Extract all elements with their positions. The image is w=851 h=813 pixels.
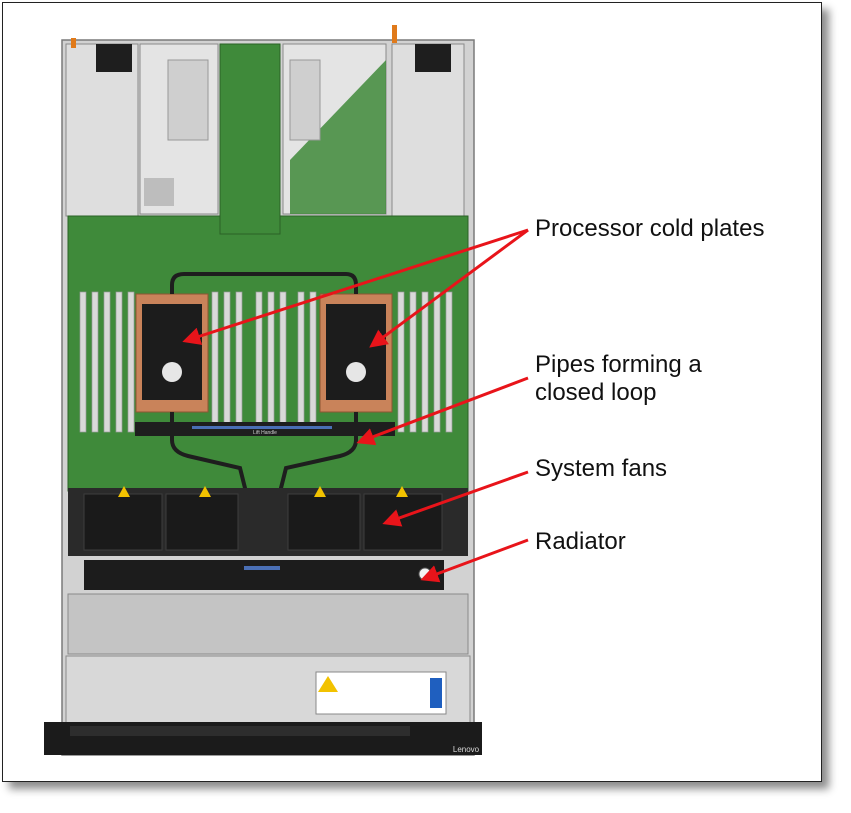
power-supply-right xyxy=(391,43,465,239)
label-system-fans: System fans xyxy=(535,455,668,482)
power-supply-left xyxy=(65,43,139,239)
arrow-pipes xyxy=(356,376,529,446)
lift-handle-label: Lift Handle xyxy=(253,430,277,436)
arrow-fans xyxy=(382,470,529,527)
system-fans xyxy=(83,486,443,551)
service-label xyxy=(315,671,447,715)
drive-area xyxy=(67,593,469,655)
lift-handle: Lift Handle xyxy=(135,422,395,436)
callout-arrows xyxy=(182,228,529,583)
coolant-pipes xyxy=(170,272,358,501)
radiator xyxy=(84,560,444,590)
arrow-cold-plate-left xyxy=(182,228,529,345)
memory-slots xyxy=(79,291,453,433)
riser-cage-left xyxy=(139,43,219,215)
arrow-cold-plate-right xyxy=(369,228,529,348)
label-radiator: Radiator xyxy=(535,528,626,555)
arrow-radiator xyxy=(420,538,529,583)
cold-plate-left xyxy=(135,293,209,413)
riser-cage-right xyxy=(282,43,387,215)
label-processor-cold-plates: Processor cold plates xyxy=(535,215,765,242)
lenovo-logo: Lenovo xyxy=(453,745,480,754)
cold-plate-right xyxy=(319,293,393,413)
label-pipes-closed-loop: Pipes forming a closed loop xyxy=(535,351,702,406)
